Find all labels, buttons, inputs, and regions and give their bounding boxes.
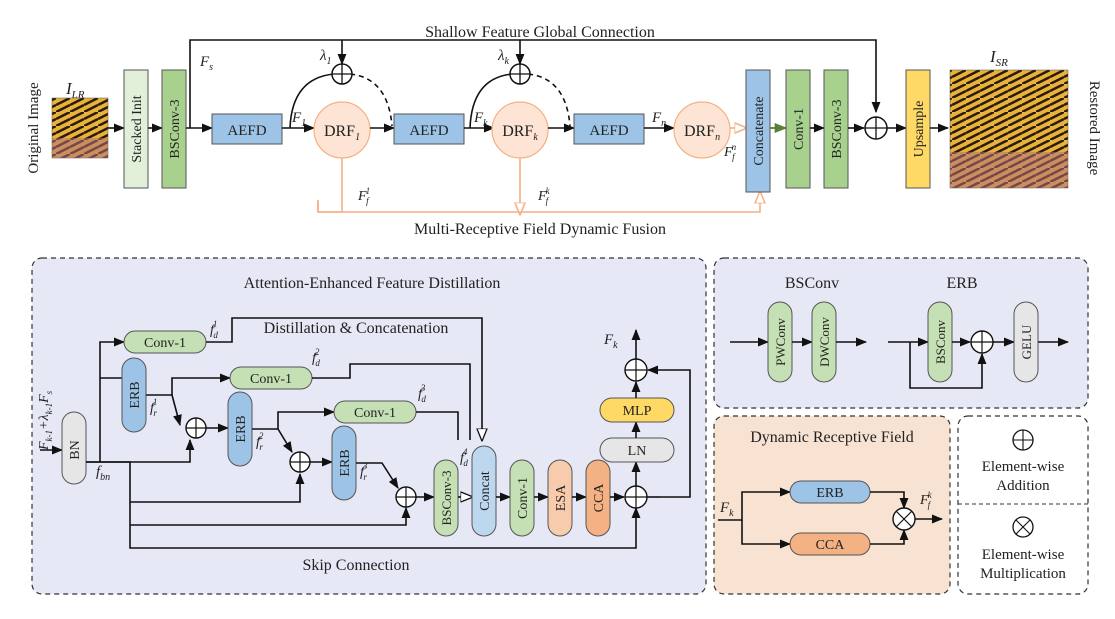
bsconv-panel-title: BSConv (785, 275, 839, 292)
fs-label: Fs (199, 54, 213, 73)
lambda1-label: λ1 (319, 48, 332, 67)
conv1-label: Conv-1 (792, 108, 807, 150)
aefd-label-1: AEFD (227, 123, 266, 139)
top-pipeline: Shallow Feature Global Connection Origin… (26, 24, 1102, 238)
cca-label: CCA (592, 483, 607, 513)
bsconv3-label: BSConv-3 (168, 99, 183, 158)
global-connection-label: Shallow Feature Global Connection (425, 24, 655, 41)
erb-aefd-label-2: ERB (234, 415, 249, 442)
conv1-aefd-label-1: Conv-1 (144, 336, 186, 351)
aefd-label-n: AEFD (589, 123, 628, 139)
restored-image-label: Restored Image (1086, 81, 1102, 176)
bn-block (61, 411, 87, 485)
f1-label: F1 (291, 110, 306, 129)
erb-panel-title: ERB (946, 275, 977, 292)
stacked-init-label: Stacked Init (130, 95, 145, 162)
concatenate-label: Concatenate (752, 96, 767, 165)
erb-bsconv-label: BSConv (933, 319, 948, 364)
upsample-block (905, 69, 931, 189)
skip-connection-label: Skip Connection (302, 557, 409, 574)
fbn-label: fbn (96, 464, 110, 483)
bsconv3-label-2: BSConv-3 (830, 99, 845, 158)
i-lr-label: ILR (65, 79, 85, 101)
bn-label: BN (68, 440, 83, 459)
lr-image-thumbnail (51, 97, 109, 159)
original-image-label: Original Image (26, 82, 42, 174)
drfn-label: DRFn (684, 123, 720, 143)
i-sr-label: ISR (989, 47, 1008, 69)
drf-panel-title: Dynamic Receptive Field (750, 429, 914, 446)
erb-aefd-label-3: ERB (338, 449, 353, 476)
sr-image-thumbnail (949, 69, 1069, 189)
conv1-aefd-label-4: Conv-1 (516, 477, 531, 519)
ln-block (599, 437, 675, 463)
bsconv3-block (161, 69, 187, 189)
lambdak-label: λk (497, 48, 510, 67)
concat-label: Concat (478, 471, 493, 511)
ln-label: LN (628, 444, 647, 459)
esa-block (547, 459, 573, 537)
fn-label: Fn (651, 110, 666, 129)
pwconv-label: PWConv (773, 318, 788, 366)
aefd-block-k (393, 113, 465, 145)
legend-mul-line2: Multiplication (980, 566, 1066, 582)
drf-block-n (673, 101, 731, 159)
conv1-aefd-label-3: Conv-1 (354, 406, 396, 421)
aefd-input-label: Fk-1+λk-1Fs (37, 390, 54, 451)
conv1-block (785, 69, 811, 189)
stacked-init-block (123, 69, 149, 189)
aefd-fk-label: Fk (603, 332, 618, 351)
erb-aefd-label-1: ERB (128, 381, 143, 408)
concatenate-block (745, 69, 771, 193)
aefd-panel-title: Attention-Enhanced Feature Distillation (244, 275, 501, 292)
mlp-label: MLP (623, 404, 652, 419)
drf-cca-label: CCA (816, 538, 846, 553)
distillation-label: Distillation & Concatenation (264, 320, 449, 337)
conv1-aefd-4 (509, 459, 535, 537)
bsconv-erb-panel: BSConv ERB PWConv DWConv BSConv GELU (713, 257, 1089, 409)
cca-block (585, 459, 611, 537)
legend-panel: Element-wise Addition Element-wise Multi… (957, 415, 1089, 595)
bsconv3-aefd (433, 459, 459, 537)
aefd-block-1 (211, 113, 283, 145)
aefd-block-n (573, 113, 645, 145)
upsample-label: Upsample (912, 101, 927, 158)
gelu-label: GELU (1019, 324, 1034, 359)
bsconv3-aefd-label: BSConv-3 (439, 471, 454, 526)
fusion-label: Multi-Receptive Field Dynamic Fusion (414, 221, 666, 238)
mlp-block (599, 397, 675, 423)
dwconv-label: DWConv (817, 317, 832, 367)
esa-label: ESA (554, 484, 569, 511)
conv1-aefd-label-2: Conv-1 (250, 372, 292, 387)
drf-erb-label: ERB (816, 486, 843, 501)
drf1-label: DRF1 (324, 123, 360, 143)
fk-label: Fk (473, 110, 488, 129)
aefd-panel: Attention-Enhanced Feature Distillation … (31, 257, 707, 595)
bsconv3-block-2 (823, 69, 849, 189)
legend-add-line2: Addition (996, 478, 1050, 494)
concat-block (471, 445, 497, 537)
legend-add-line1: Element-wise (982, 459, 1065, 475)
legend-mul-line1: Element-wise (982, 547, 1065, 563)
drf-fk-label: Fk (719, 500, 734, 519)
drfk-label: DRFk (502, 123, 538, 143)
aefd-label-k: AEFD (409, 123, 448, 139)
